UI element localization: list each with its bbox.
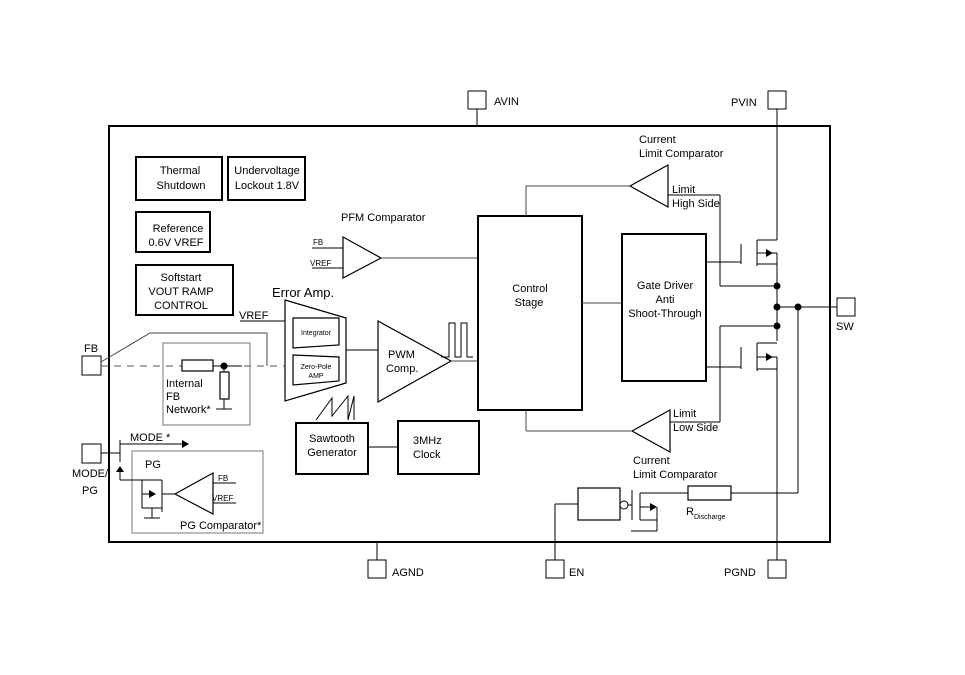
zero-pole-line1: Zero-Pole [301, 364, 332, 371]
pin-mode-label: MODE/ [72, 468, 109, 480]
pg-comparator-label: PG Comparator* [180, 520, 262, 532]
pin-avin: AVIN [467, 90, 519, 126]
pwm-comparator: PWM Comp. [377, 319, 478, 404]
pin-mode-pg: MODE/ PG [72, 443, 109, 497]
pfm-comparator: PFM Comparator FB VREF [310, 212, 478, 279]
reference-block: Reference 0.6V VREF [135, 211, 211, 253]
uvlo-line2: Lockout 1.8V [235, 180, 300, 192]
control-line1: Control [512, 283, 547, 295]
mode-pg-circuit: MODE * PG FB VREF PG Comparator* [101, 432, 264, 534]
softstart-line1: Softstart [161, 272, 202, 284]
low-side-current-limit: Limit Low Side Current Limit Comparator [525, 408, 720, 481]
pin-pg-label: PG [82, 485, 98, 497]
zero-pole-line2: AMP [308, 373, 324, 380]
sawtooth-waveform [315, 394, 355, 421]
control-stage-block: Control Stage [477, 215, 583, 411]
reference-line2: 0.6V VREF [148, 237, 203, 249]
pin-avin-label: AVIN [494, 96, 519, 108]
r-discharge-label: R [686, 506, 694, 518]
error-amp-label: Error Amp. [272, 285, 334, 300]
softstart-block: Softstart VOUT RAMP CONTROL [135, 264, 234, 316]
pin-sw-label: SW [836, 321, 854, 333]
pfm-vref-label: VREF [310, 259, 331, 268]
pin-pvin-label: PVIN [731, 97, 757, 109]
control-line2: Stage [515, 297, 544, 309]
pin-pgnd: PGND [724, 559, 787, 579]
pin-sw: SW [836, 297, 856, 333]
ic-outline [108, 125, 831, 543]
pwm-line2: Comp. [386, 363, 418, 375]
high-side-mosfet-icon [706, 239, 778, 266]
internal-line1: Internal [166, 378, 203, 390]
power-stage [706, 109, 837, 560]
pin-fb: FB [81, 343, 102, 376]
internal-line2: FB [166, 391, 180, 403]
internal-fb-network: Internal FB Network* [100, 332, 285, 426]
error-amplifier: Error Amp. Integrator Zero-Pole AMP VREF [239, 285, 378, 402]
cl-top-line2: Limit Comparator [639, 148, 724, 160]
reference-line1: Reference [153, 223, 204, 235]
discharge-mosfet-icon [631, 490, 688, 532]
clock-line1: 3MHz [413, 435, 442, 447]
sawtooth-line1: Sawtooth [309, 433, 355, 445]
pg-fb-label: FB [218, 474, 228, 483]
pg-mosfet-icon [141, 480, 175, 519]
integrator-block: Integrator [292, 317, 340, 349]
mode-arrow-icon [182, 440, 189, 448]
limit-high-line2: High Side [672, 198, 720, 210]
pwm-pulse-waveform [441, 322, 473, 358]
pin-fb-label: FB [84, 343, 98, 355]
uvlo-line1: Undervoltage [234, 165, 299, 177]
high-side-current-limit: Current Limit Comparator Limit High Side [525, 134, 724, 216]
vref-label: VREF [239, 310, 269, 322]
inverter-gate-icon [577, 487, 621, 521]
pfm-comparator-label: PFM Comparator [341, 212, 426, 224]
cl-top-line1: Current [639, 134, 676, 146]
clock-line2: Clock [413, 449, 441, 461]
r-discharge-sub-label: Discharge [694, 514, 726, 521]
gate-driver-block: Gate Driver Anti Shoot-Through [621, 233, 707, 382]
limit-low-line2: Low Side [673, 422, 718, 434]
discharge-circuit: R Discharge [554, 485, 732, 560]
gate-line2: Anti [656, 294, 675, 306]
limit-low-line1: Limit [673, 408, 696, 420]
gate-line1: Gate Driver [637, 280, 694, 292]
pg-vref-label: VREF [212, 494, 233, 503]
gate-line3: Shoot-Through [628, 308, 701, 320]
uvlo-block: Undervoltage Lockout 1.8V [227, 156, 306, 201]
cl-bottom-line2: Limit Comparator [633, 469, 718, 481]
discharge-resistor-icon [687, 485, 732, 501]
pfm-fb-label: FB [313, 238, 323, 247]
zero-pole-amp-block: Zero-Pole AMP [292, 354, 340, 386]
thermal-shutdown-block: Thermal Shutdown [135, 156, 223, 201]
pin-pgnd-label: PGND [724, 567, 756, 579]
cl-bottom-line1: Current [633, 455, 670, 467]
thermal-line1: Thermal [160, 165, 200, 177]
softstart-line2: VOUT RAMP [148, 286, 213, 298]
pin-pvin: PVIN [731, 90, 787, 110]
pin-agnd-label: AGND [392, 567, 424, 579]
integrator-label: Integrator [301, 330, 332, 337]
pwm-line1: PWM [388, 349, 415, 361]
fb-resistor-bottom-icon [219, 371, 230, 400]
low-side-mosfet-icon [706, 342, 778, 371]
sawtooth-line2: Generator [307, 447, 357, 459]
pin-en: EN [545, 559, 584, 579]
sawtooth-generator: Sawtooth Generator [295, 394, 369, 475]
thermal-line2: Shutdown [157, 180, 206, 192]
pin-en-label: EN [569, 567, 584, 579]
pin-agnd: AGND [367, 542, 424, 579]
clock-block: 3MHz Clock [397, 420, 480, 475]
fb-resistor-top-icon [181, 359, 214, 372]
mode-arrow-label: MODE * [130, 432, 171, 444]
pg-label: PG [145, 459, 161, 471]
internal-line3: Network* [166, 404, 211, 416]
limit-high-line1: Limit [672, 184, 695, 196]
softstart-line3: CONTROL [154, 300, 208, 312]
